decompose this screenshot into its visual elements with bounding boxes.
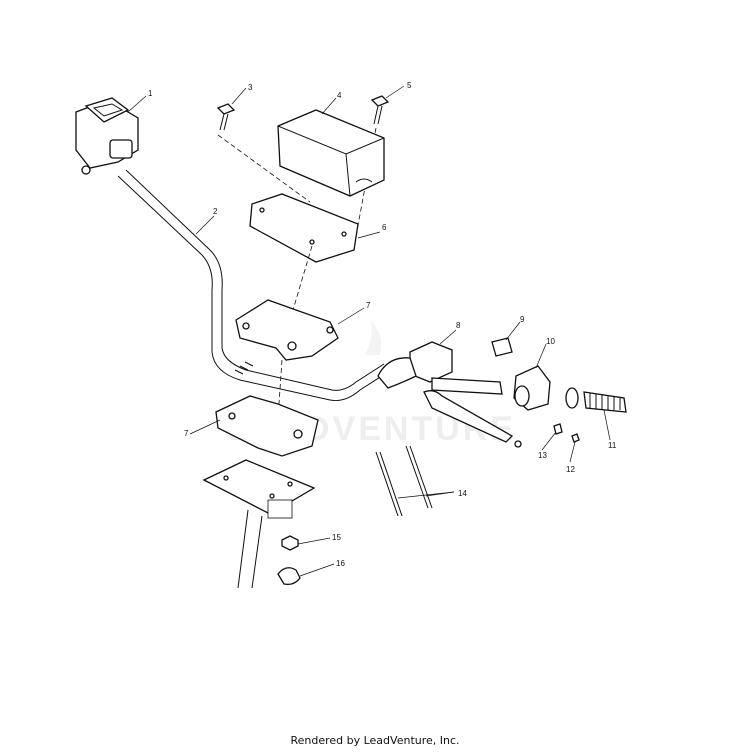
callout-10: 10 — [546, 337, 555, 346]
callout-13: 13 — [538, 451, 547, 460]
steering-post-plate — [202, 459, 316, 589]
callout-2: 2 — [213, 207, 218, 216]
callout-9: 9 — [520, 315, 525, 324]
callout-8: 8 — [456, 321, 461, 330]
spacer-9 — [491, 337, 513, 357]
switch-housing — [75, 97, 139, 175]
handlebar-pad — [277, 109, 385, 197]
grip-11 — [565, 387, 627, 413]
screw-13 — [553, 423, 563, 435]
master-cylinder — [377, 341, 522, 448]
callout-3: 3 — [248, 83, 253, 92]
callout-labels: 1 2 3 4 5 6 7 7 8 9 10 11 12 13 14 15 16 — [148, 81, 617, 568]
leader-lines — [127, 85, 611, 577]
rods-14 — [375, 445, 433, 517]
callout-12: 12 — [566, 465, 575, 474]
callout-4: 4 — [337, 91, 342, 100]
lower-clamp — [215, 395, 319, 457]
callout-7-upper: 7 — [366, 301, 371, 310]
nut-15 — [281, 535, 299, 551]
callout-5: 5 — [407, 81, 412, 90]
callout-14: 14 — [458, 489, 467, 498]
callout-1: 1 — [148, 89, 153, 98]
throttle-housing — [513, 365, 551, 411]
upper-clamp — [235, 299, 339, 361]
callout-6: 6 — [382, 223, 387, 232]
callout-15: 15 — [332, 533, 341, 542]
bolt-5 — [370, 95, 390, 125]
callout-7-lower: 7 — [184, 429, 189, 438]
clamp-16 — [277, 567, 301, 586]
callout-11: 11 — [608, 441, 617, 450]
callout-16: 16 — [336, 559, 345, 568]
handlebar — [117, 169, 389, 401]
screw-12 — [571, 433, 580, 443]
bolt-3 — [216, 103, 236, 131]
clamp-plate — [249, 193, 359, 263]
footer-credit: Rendered by LeadVenture, Inc. — [290, 734, 460, 747]
